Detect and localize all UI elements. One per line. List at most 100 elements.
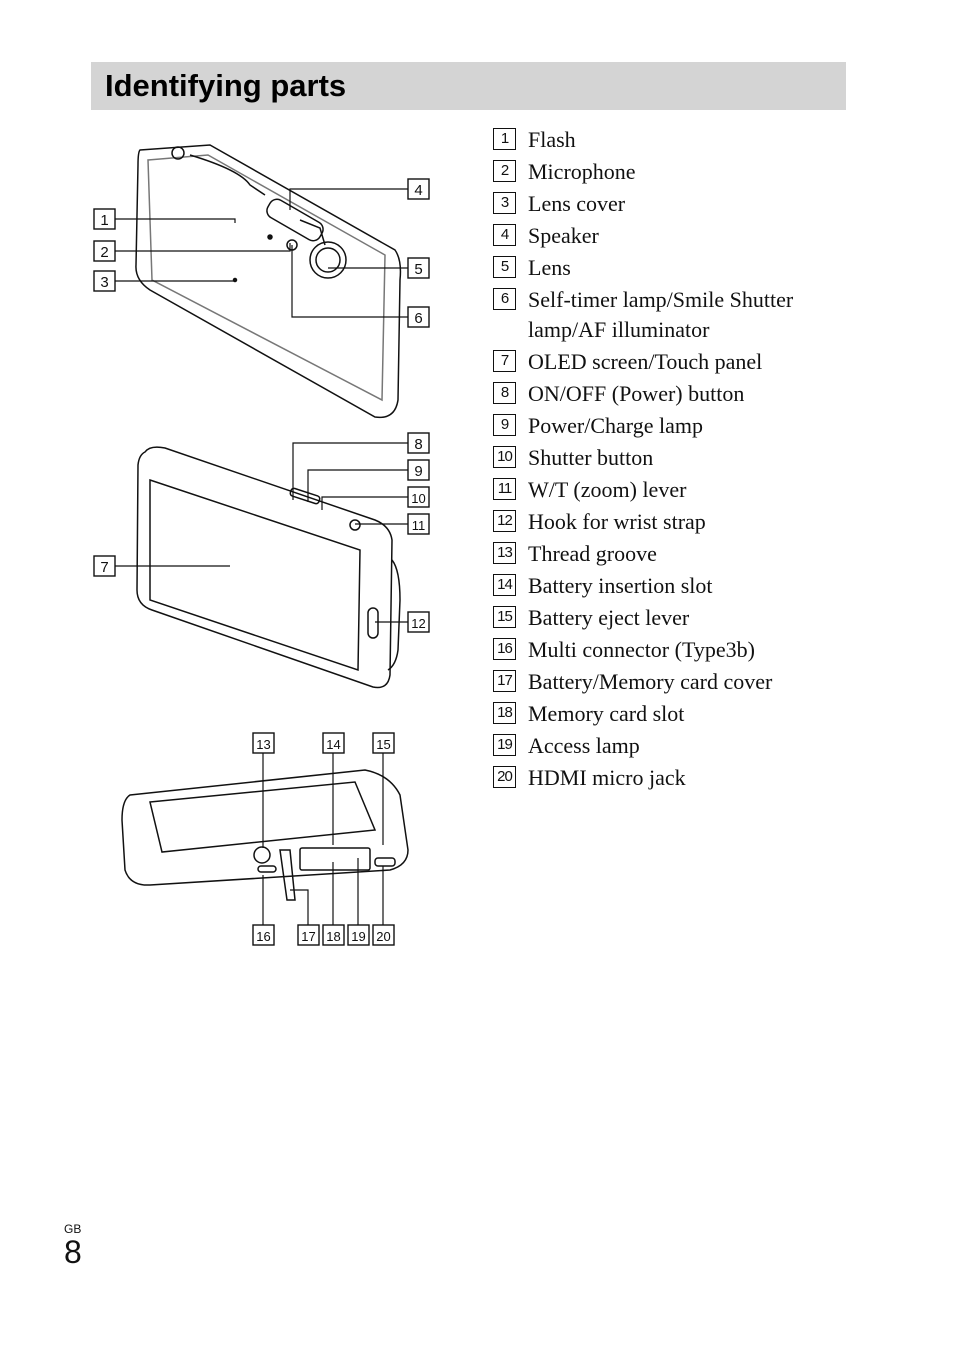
item-number: 3 [493, 192, 516, 214]
item-label: Hook for wrist strap [528, 509, 706, 534]
item-number: 18 [493, 702, 516, 724]
callout-2: 2 [93, 240, 116, 262]
svg-text:1: 1 [100, 212, 108, 229]
camera-diagram: 1 2 3 4 5 6 7 8 9 10 11 12 13 14 15 16 1… [93, 144, 430, 946]
callout-20: 20 [372, 924, 395, 946]
item-label: HDMI micro jack [528, 765, 686, 790]
callout-17: 17 [297, 924, 320, 946]
camera-bottom-illustration [121, 769, 409, 901]
item-label: Lens cover [528, 191, 626, 216]
list-item: 19 Access lamp [493, 731, 853, 761]
item-number: 19 [493, 734, 516, 756]
callout-15: 15 [372, 732, 395, 754]
item-label: Lens [528, 255, 571, 280]
item-number: 2 [493, 160, 516, 182]
item-number: 4 [493, 224, 516, 246]
camera-front-illustration [135, 144, 402, 419]
svg-text:16: 16 [256, 929, 270, 944]
item-number: 6 [493, 288, 516, 310]
item-label: Thread groove [528, 541, 657, 566]
callout-14: 14 [322, 732, 345, 754]
item-label: Battery eject lever [528, 605, 690, 630]
list-item: 11 W/T (zoom) lever [493, 475, 853, 505]
callout-16: 16 [252, 924, 275, 946]
camera-back-illustration [136, 446, 401, 689]
callout-19: 19 [347, 924, 370, 946]
svg-text:3: 3 [100, 274, 108, 291]
item-label: ON/OFF (Power) button [528, 381, 745, 406]
page-number: 8 [64, 1234, 82, 1270]
callout-6: 6 [407, 306, 430, 328]
item-label: Self-timer lamp/Smile Shutter lamp/AF il… [528, 287, 794, 342]
item-number: 5 [493, 256, 516, 278]
list-item: 12 Hook for wrist strap [493, 507, 853, 537]
item-label: Access lamp [528, 733, 640, 758]
callout-9: 9 [407, 459, 430, 481]
item-number: 15 [493, 606, 516, 628]
item-label: Flash [528, 127, 576, 152]
item-number: 11 [493, 478, 516, 500]
list-item: 20 HDMI micro jack [493, 763, 853, 793]
item-label: Power/Charge lamp [528, 413, 703, 438]
page-title: Identifying parts [105, 68, 347, 103]
item-number: 17 [493, 670, 516, 692]
item-label: Microphone [528, 159, 636, 184]
callout-12: 12 [407, 611, 430, 633]
list-item: 9 Power/Charge lamp [493, 411, 853, 441]
svg-text:12: 12 [411, 616, 425, 631]
list-item: 14 Battery insertion slot [493, 571, 853, 601]
callout-8: 8 [407, 432, 430, 454]
item-label: Memory card slot [528, 701, 685, 726]
svg-text:15: 15 [376, 737, 390, 752]
item-number: 10 [493, 446, 516, 468]
item-number: 1 [493, 128, 516, 150]
section-heading-bar: Identifying parts [91, 62, 846, 110]
item-number: 13 [493, 542, 516, 564]
svg-text:8: 8 [414, 436, 422, 453]
callout-11: 11 [407, 513, 430, 535]
svg-text:2: 2 [100, 244, 108, 261]
callout-10: 10 [407, 486, 430, 508]
list-item: 16 Multi connector (Type3b) [493, 635, 853, 665]
item-number: 9 [493, 414, 516, 436]
item-number: 12 [493, 510, 516, 532]
page-footer: GB 8 [64, 1222, 82, 1268]
item-label: Multi connector (Type3b) [528, 637, 755, 662]
callout-4: 4 [407, 178, 430, 200]
callout-13: 13 [252, 732, 275, 754]
item-number: 20 [493, 766, 516, 788]
svg-text:7: 7 [100, 559, 108, 576]
svg-text:5: 5 [414, 261, 422, 278]
callout-7: 7 [93, 555, 116, 577]
item-number: 8 [493, 382, 516, 404]
item-label: Battery insertion slot [528, 573, 713, 598]
list-item: 18 Memory card slot [493, 699, 853, 729]
callout-labels: 1 2 3 4 5 6 7 8 9 10 11 12 13 14 15 16 1… [93, 178, 430, 946]
callout-18: 18 [322, 924, 345, 946]
list-item: 3 Lens cover [493, 189, 853, 219]
item-number: 14 [493, 574, 516, 596]
callout-5: 5 [407, 257, 430, 279]
svg-text:19: 19 [351, 929, 365, 944]
svg-text:10: 10 [411, 491, 425, 506]
svg-text:18: 18 [326, 929, 340, 944]
list-item: 4 Speaker [493, 221, 853, 251]
region-code: GB [64, 1222, 82, 1236]
svg-text:4: 4 [414, 182, 422, 199]
callout-3: 3 [93, 270, 116, 292]
item-label: Speaker [528, 223, 599, 248]
svg-text:6: 6 [414, 310, 422, 327]
list-item: 17 Battery/Memory card cover [493, 667, 853, 697]
callout-1: 1 [93, 208, 116, 230]
list-item: 15 Battery eject lever [493, 603, 853, 633]
item-number: 7 [493, 350, 516, 372]
item-label: Battery/Memory card cover [528, 669, 773, 694]
item-label: W/T (zoom) lever [528, 477, 687, 502]
list-item: 2 Microphone [493, 157, 853, 187]
svg-text:14: 14 [326, 737, 340, 752]
list-item: 5 Lens [493, 253, 853, 283]
item-number: 16 [493, 638, 516, 660]
